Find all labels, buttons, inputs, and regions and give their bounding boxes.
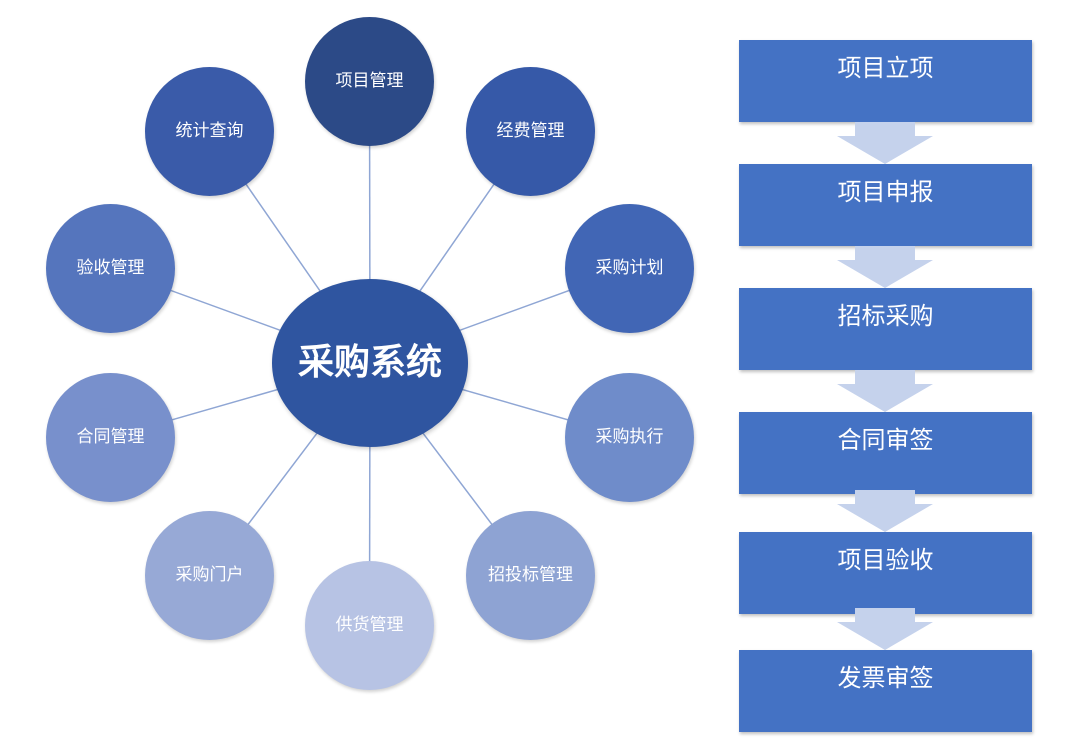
node-statistics-query: 统计查询 [145,67,274,196]
down-arrow-icon [837,490,933,532]
node-bidding-management: 招投标管理 [466,511,595,640]
center-node-procurement-system: 采购系统 [272,279,468,447]
flow-step-project-initiation: 项目立项 [739,40,1032,122]
flow-step-tender-procurement: 招标采购 [739,288,1032,370]
node-supply-management: 供货管理 [305,561,434,690]
flow-step-invoice-approval: 发票审签 [739,650,1032,732]
node-contract-management: 合同管理 [46,373,175,502]
node-project-management: 项目管理 [305,17,434,146]
down-arrow-icon [837,246,933,288]
flow-step-contract-approval: 合同审签 [739,412,1032,494]
flow-step-project-application: 项目申报 [739,164,1032,246]
process-flowchart: 项目立项 项目申报 招标采购 合同审签 项目验收 发票审签 [735,0,1035,747]
procurement-system-radial-diagram: 采购系统 项目管理 经费管理 采购计划 采购执行 招投标管理 供货管理 采购门户… [46,17,694,690]
node-procurement-plan: 采购计划 [565,204,694,333]
flow-step-project-acceptance: 项目验收 [739,532,1032,614]
node-procurement-portal: 采购门户 [145,511,274,640]
node-acceptance-management: 验收管理 [46,204,175,333]
down-arrow-icon [837,608,933,650]
down-arrow-icon [837,370,933,412]
node-procurement-execution: 采购执行 [565,373,694,502]
node-funding-management: 经费管理 [466,67,595,196]
down-arrow-icon [837,122,933,164]
